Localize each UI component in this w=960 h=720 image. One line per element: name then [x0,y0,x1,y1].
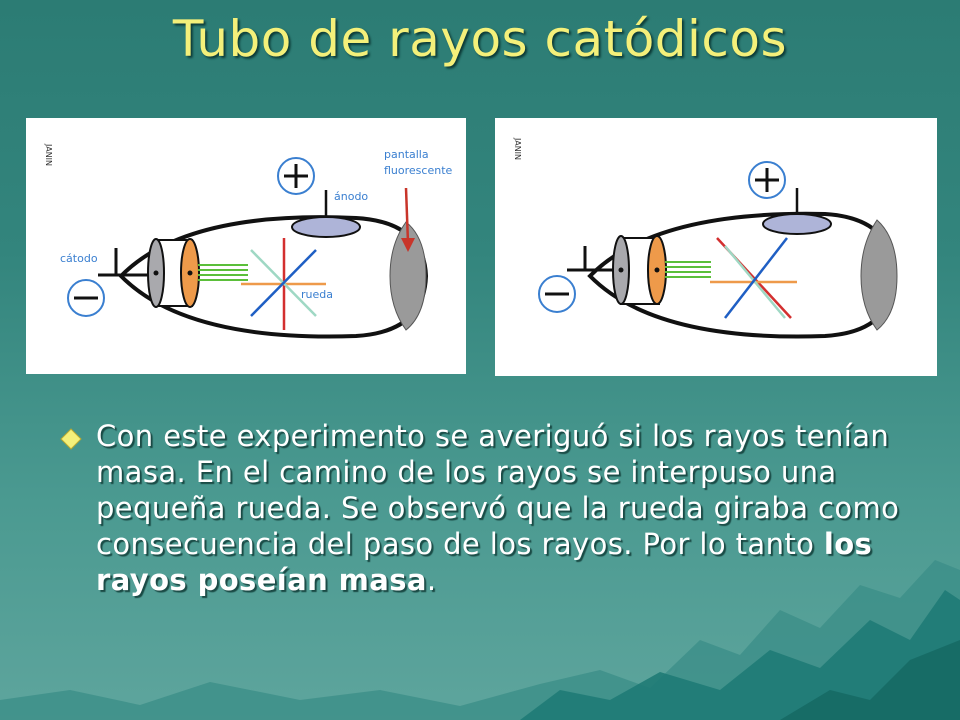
label-screen-line1: pantalla [384,148,429,161]
paragraph-bold-text: los rayos poseían masa [96,527,873,597]
label-cathode: cátodo [60,252,98,265]
slide-title: Tubo de rayos catódicos [172,10,788,68]
diamond-bullet-icon [60,428,82,450]
content-bullet: Con este experimento se averiguó si los … [60,418,910,598]
bullet-paragraph: Con este experimento se averiguó si los … [96,418,910,598]
diagram-right-panel: JANIN [495,118,937,376]
label-anode: ánodo [334,190,368,203]
fluorescent-screen [860,219,898,331]
watermark-text: JANIN [513,137,522,160]
screen-arrow [404,187,410,244]
diagram-left-panel: JANIN pa [26,118,466,374]
cathode-ray-tube-diagram-right: JANIN [513,137,898,339]
wheel-rotated [710,237,797,319]
anode-plate [291,216,361,238]
fluorescent-screen [389,221,427,331]
cathode-ray-tube-diagram-left: JANIN pa [44,143,453,339]
anode-plate [762,213,832,235]
wheel [241,238,326,330]
paragraph-end: . [426,563,437,597]
label-wheel: rueda [301,288,333,301]
paragraph-text: Con este experimento se averiguó si los … [96,419,900,561]
label-screen-line2: fluorescente [384,164,453,177]
watermark-text: JANIN [44,143,53,166]
